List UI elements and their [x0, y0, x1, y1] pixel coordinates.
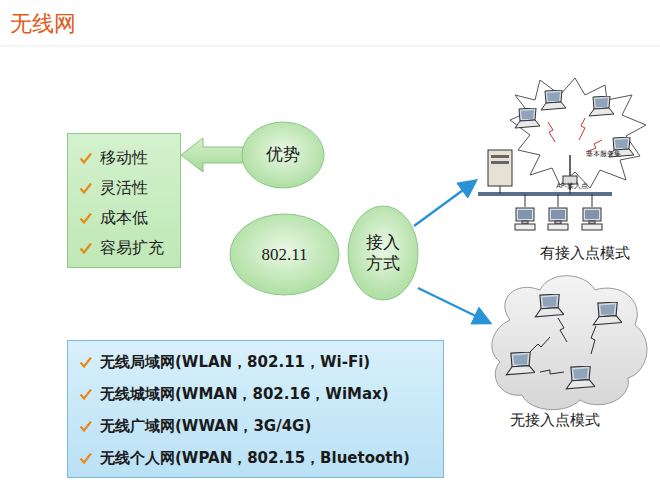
- adhoc-mode-illustration: [492, 276, 647, 410]
- illustration-part: [592, 194, 593, 207]
- item-text: 成本低: [100, 208, 148, 229]
- node-text: 802.11: [261, 244, 307, 265]
- check-mark: [79, 388, 92, 400]
- topic-ellipse: 802.11: [229, 213, 340, 296]
- item-text: 灵活性: [100, 178, 148, 199]
- title-rule: [0, 46, 660, 47]
- slide-title: 无线网: [10, 9, 76, 39]
- advantage-list-box: 移动性灵活性成本低容易扩充: [67, 133, 181, 268]
- check-stroke: [81, 154, 92, 163]
- topic-ellipse: 接入 方式: [347, 205, 419, 301]
- ellipse-outline: [347, 205, 419, 301]
- check-stroke: [81, 214, 92, 223]
- caption-label: 基本服务集: [583, 150, 623, 159]
- list-item: 灵活性: [68, 173, 180, 203]
- item-text: 无线城域网(WMAN，802.16，WiMax): [100, 385, 389, 404]
- pc-icon: [548, 208, 568, 230]
- item-text: 无线广域网(WWAN，3G/4G): [100, 417, 311, 436]
- illustration-part: [525, 194, 526, 207]
- ellipse-shape: [348, 206, 418, 300]
- topic-ellipse: 优势: [241, 121, 325, 189]
- laptop-icon: [589, 96, 614, 116]
- laptop-icon: [506, 352, 534, 375]
- check-stroke: [81, 184, 92, 193]
- list-item: 容易扩充: [68, 233, 180, 263]
- check-mark: [79, 420, 92, 432]
- ellipse-shape: [230, 214, 339, 295]
- check-mark: [79, 452, 92, 464]
- bss-starburst: [510, 78, 646, 188]
- item-text: 容易扩充: [100, 238, 164, 259]
- list-item: 无线广域网(WWAN，3G/4G): [68, 410, 443, 442]
- check-stroke: [81, 358, 92, 367]
- leader-arrow: [418, 288, 488, 322]
- laptop-icon: [515, 108, 540, 128]
- ap-mode-illustration: [478, 78, 646, 230]
- caption-label: 有接入点模式: [530, 244, 640, 263]
- check-stroke: [81, 390, 92, 399]
- caption-label: 无接入点模式: [500, 411, 610, 430]
- radio-link: [548, 118, 602, 152]
- list-item: 无线城域网(WMAN，802.16，WiMax): [68, 378, 443, 410]
- laptop-icon: [541, 90, 566, 110]
- pc-icon: [515, 208, 535, 230]
- list-item: 无线个人网(WPAN，802.15，Bluetooth): [68, 442, 443, 474]
- laptop-icon: [535, 294, 563, 317]
- laptop-icon: [566, 366, 594, 389]
- caption-label: AP-接入点: [552, 182, 592, 191]
- check-mark: [79, 356, 92, 368]
- item-text: 无线个人网(WPAN，802.15，Bluetooth): [100, 449, 410, 468]
- illustration-part: [491, 161, 509, 164]
- pc-icon: [582, 208, 602, 230]
- check-stroke: [81, 454, 92, 463]
- list-item: 成本低: [68, 203, 180, 233]
- illustration-part: [491, 155, 509, 158]
- laptop-icon: [593, 302, 621, 325]
- server-icon: [488, 150, 512, 186]
- check-mark: [79, 182, 92, 194]
- list-item: 移动性: [68, 143, 180, 173]
- check-mark: [79, 152, 92, 164]
- item-text: 无线局域网(WLAN，802.11，Wi-Fi): [100, 353, 370, 372]
- node-text: 优势: [266, 144, 300, 165]
- node-text: 接入 方式: [363, 232, 403, 275]
- leader-arrow: [414, 182, 474, 226]
- block-arrow: [181, 138, 243, 172]
- list-item: 无线局域网(WLAN，802.11，Wi-Fi): [68, 346, 443, 378]
- check-stroke: [81, 422, 92, 431]
- radio-link: [530, 318, 596, 374]
- check-mark: [79, 242, 92, 254]
- check-mark: [79, 212, 92, 224]
- check-stroke: [81, 244, 92, 253]
- network-type-box: 无线局域网(WLAN，802.11，Wi-Fi) 无线城域网(WMAN，802.1…: [67, 340, 444, 478]
- illustration-part: [500, 186, 501, 194]
- adhoc-cloud: [492, 276, 647, 410]
- ellipse-shape: [242, 122, 324, 188]
- item-text: 移动性: [100, 148, 148, 169]
- illustration-part: [558, 194, 559, 207]
